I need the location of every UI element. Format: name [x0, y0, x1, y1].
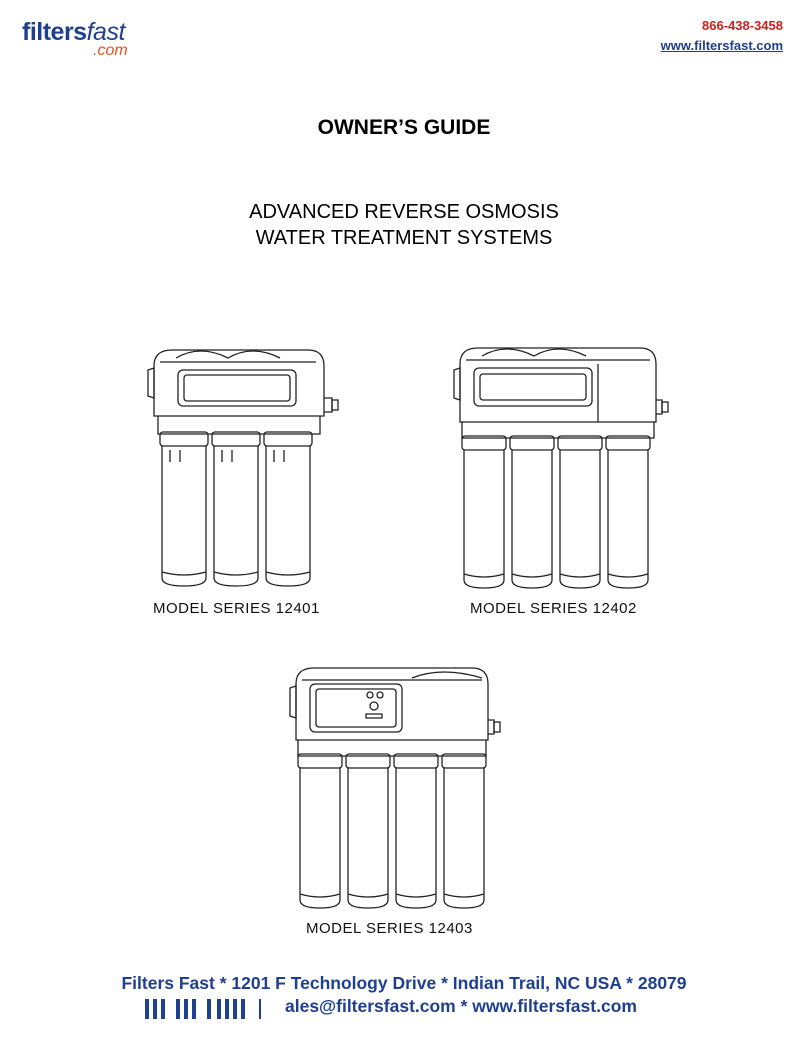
document-title: OWNER’S GUIDE	[317, 116, 491, 139]
model-caption-12403: MODEL SERIES 12403	[306, 920, 473, 937]
barcode-icon	[145, 999, 261, 1019]
header-phone[interactable]: 866-438-3458	[702, 18, 783, 33]
document-subtitle: ADVANCED REVERSE OSMOSIS WATER TREATMENT…	[0, 199, 808, 251]
logo-wordmark: filtersfast	[22, 18, 125, 46]
model-12401-illustration	[147, 349, 339, 587]
model-12403-illustration	[289, 667, 501, 909]
subtitle-line-2: WATER TREATMENT SYSTEMS	[255, 227, 553, 249]
filtersfast-logo[interactable]: filtersfast .com	[22, 18, 152, 59]
footer-contact[interactable]: ales@filtersfast.com * www.filtersfast.c…	[285, 996, 637, 1016]
logo-com: .com	[93, 42, 128, 59]
header-url-link[interactable]: www.filtersfast.com	[660, 38, 783, 53]
model-caption-12401: MODEL SERIES 12401	[153, 600, 320, 617]
model-caption-12402: MODEL SERIES 12402	[470, 600, 637, 617]
footer-address: Filters Fast * 1201 F Technology Drive *…	[121, 973, 687, 993]
subtitle-line-1: ADVANCED REVERSE OSMOSIS	[249, 201, 559, 223]
model-12402-illustration	[453, 347, 669, 589]
